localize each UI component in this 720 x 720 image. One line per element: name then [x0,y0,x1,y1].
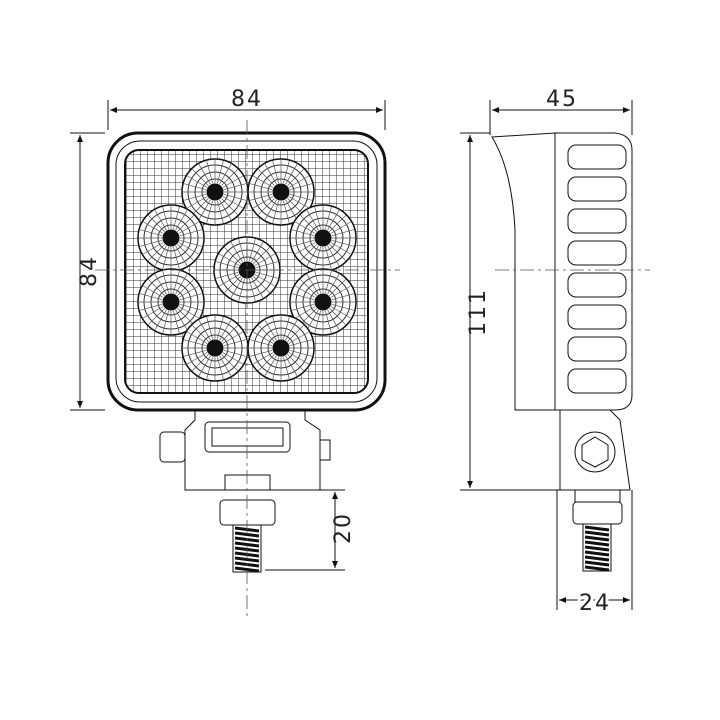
cooling-fin [567,336,627,362]
led-lens [247,314,315,382]
side-knob [159,431,186,463]
front-view: 84 84 20 [70,87,400,620]
led-lens [289,268,357,336]
total-height-dimension: 111 [466,288,491,336]
cooling-fin [567,240,627,266]
bracket-width-dimension: 24 [579,591,611,616]
nut [219,499,276,526]
cooling-fins [567,144,627,394]
hex-bolt-head [581,436,609,468]
led-lens [137,268,205,336]
led-lens [289,204,357,272]
cooling-fin [567,208,627,234]
led-lens [181,158,249,226]
width-dimension: 84 [231,87,263,112]
depth-dimension: 45 [546,87,578,112]
cooling-fin [567,176,627,202]
height-dimension: 84 [77,255,102,287]
led-lens [181,314,249,382]
cooling-fin [567,304,627,330]
side-bracket [559,409,631,491]
cooling-fin [567,272,627,298]
cooling-fin [567,144,627,170]
led-array [137,158,357,382]
side-view: 45 111 24 [460,87,650,619]
side-housing [491,132,556,411]
bolt-length-dimension: 20 [331,512,356,544]
led-lens [137,204,205,272]
cooling-fin [567,368,627,394]
led-lens [213,236,281,304]
led-lens [247,158,315,226]
